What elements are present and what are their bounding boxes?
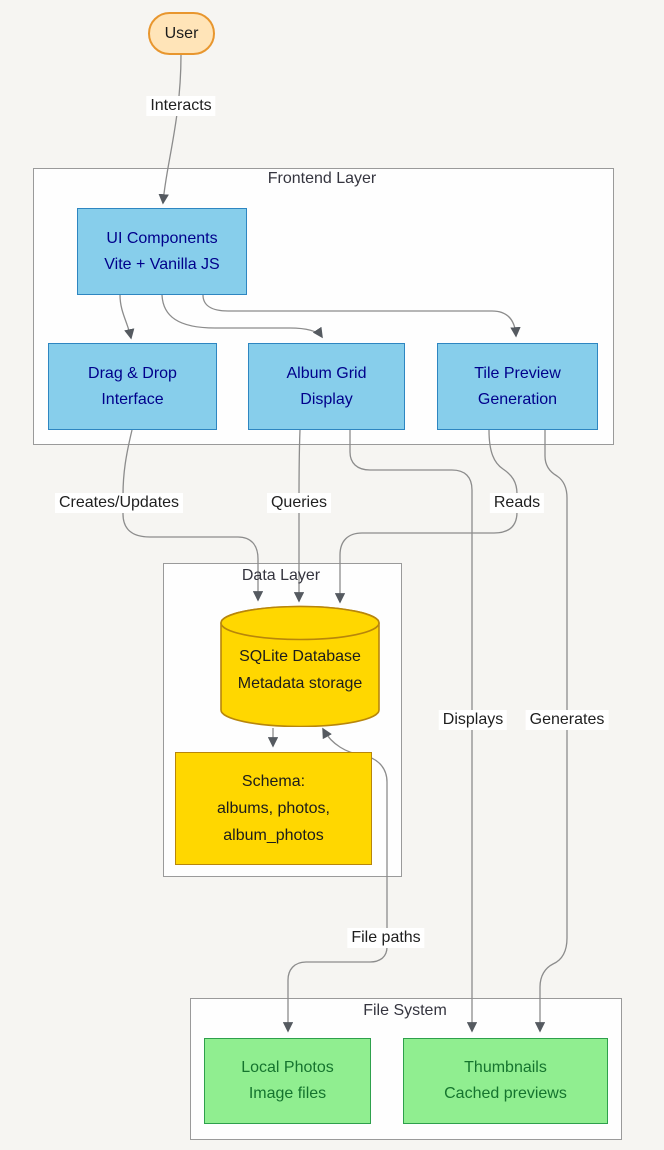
node-local-photos-line2: Image files: [248, 1085, 327, 1102]
node-ui-components: UI Components Vite + Vanilla JS: [77, 208, 247, 295]
node-schema-line3: album_photos: [223, 827, 324, 844]
edge-tilepreview-to-thumbnails-generates: [534, 430, 568, 1033]
node-local-photos-line1: Local Photos: [241, 1059, 334, 1076]
edge-user-to-ui: [158, 54, 182, 205]
edge-ui-to-dragdrop: [119, 294, 135, 340]
node-tile-preview-line1: Tile Preview: [474, 364, 561, 382]
edge-label-reads: Reads: [489, 493, 545, 513]
node-tile-preview-generation: Tile Preview Generation: [437, 343, 598, 430]
container-title-frontend-layer: Frontend Layer: [267, 170, 377, 187]
edge-ui-to-tilepreview: [202, 294, 521, 338]
node-album-grid-line2: Display: [300, 390, 353, 408]
node-schema-line2: albums, photos,: [217, 800, 330, 817]
node-thumbnails-line1: Thumbnails: [464, 1059, 547, 1076]
edge-label-file-paths: File paths: [347, 928, 425, 948]
node-tile-preview-line2: Generation: [477, 390, 558, 408]
node-drag-drop-interface: Drag & Drop Interface: [48, 343, 217, 430]
edge-label-generates: Generates: [525, 710, 609, 730]
node-album-grid-line1: Album Grid: [286, 364, 367, 382]
edge-dragdrop-to-sqlite-creates-updates: [122, 429, 264, 602]
node-ui-components-line1: UI Components: [106, 229, 218, 247]
node-album-grid-display: Album Grid Display: [248, 343, 405, 430]
node-thumbnails-line2: Cached previews: [444, 1085, 567, 1102]
node-schema-line1: Schema:: [241, 773, 306, 790]
node-sqlite-database: SQLite Database Metadata storage: [220, 605, 380, 727]
edge-ui-to-albumgrid: [161, 294, 323, 339]
database-cylinder-icon: [220, 605, 380, 727]
node-sqlite-line1: SQLite Database: [239, 648, 361, 665]
edge-label-interacts: Interacts: [146, 96, 216, 116]
edge-label-displays: Displays: [438, 710, 508, 730]
node-thumbnails: Thumbnails Cached previews: [403, 1038, 608, 1124]
node-sqlite-line2: Metadata storage: [237, 675, 363, 692]
edge-label-queries: Queries: [266, 493, 332, 513]
node-drag-drop-line2: Interface: [101, 390, 164, 408]
node-local-photos: Local Photos Image files: [204, 1038, 371, 1124]
node-user-label: User: [164, 24, 199, 42]
node-ui-components-line2: Vite + Vanilla JS: [104, 255, 220, 273]
node-schema: Schema: albums, photos, album_photos: [175, 752, 372, 865]
node-user: User: [148, 12, 215, 55]
node-drag-drop-line1: Drag & Drop: [88, 364, 177, 382]
edge-albumgrid-to-thumbnails-displays: [349, 430, 478, 1033]
container-title-file-system: File System: [363, 1002, 447, 1019]
edge-tilepreview-to-sqlite-reads: [334, 429, 518, 604]
container-title-data-layer: Data Layer: [241, 567, 321, 584]
edge-label-creates-updates: Creates/Updates: [54, 493, 184, 513]
